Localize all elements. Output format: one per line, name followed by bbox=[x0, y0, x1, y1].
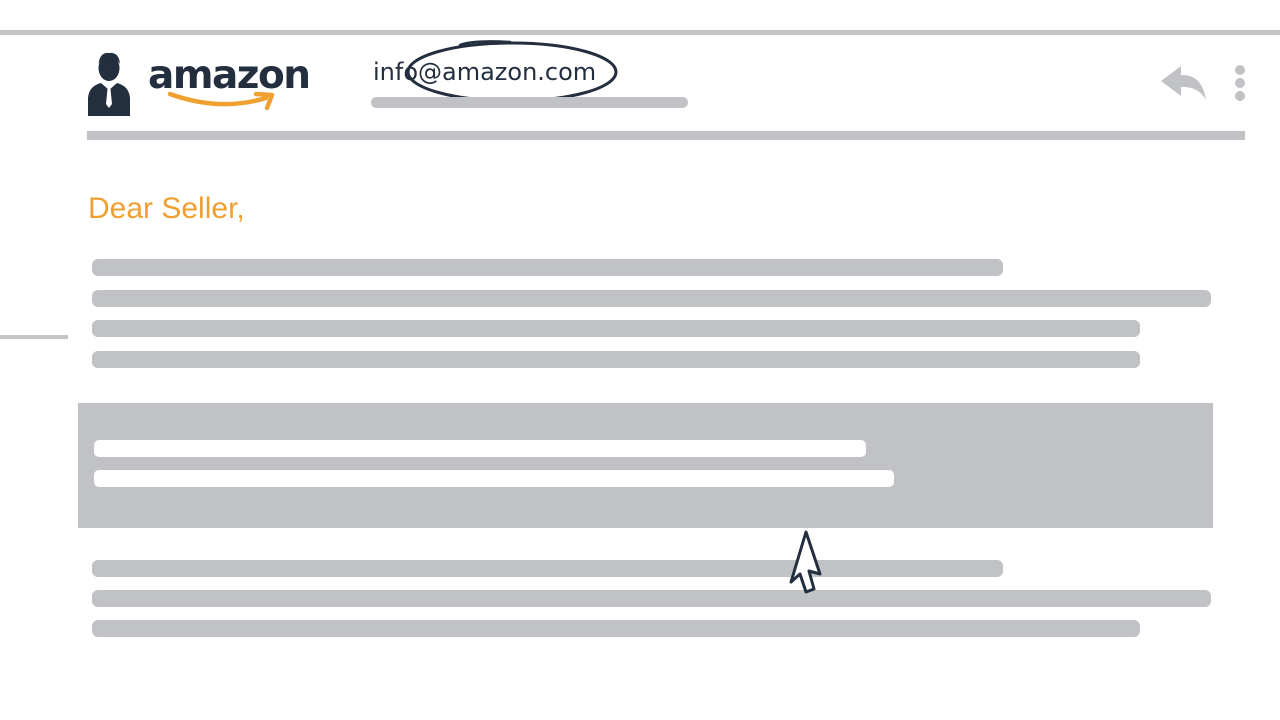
greeting-text: Dear Seller, bbox=[88, 192, 245, 225]
top-divider bbox=[0, 30, 1280, 35]
body-text-placeholder bbox=[92, 259, 1003, 276]
more-vertical-icon bbox=[1235, 65, 1245, 101]
side-divider bbox=[0, 335, 68, 339]
highlighted-text-placeholder bbox=[94, 470, 894, 487]
person-avatar-icon bbox=[88, 52, 130, 116]
sender-avatar bbox=[86, 50, 132, 118]
header-divider bbox=[87, 131, 1245, 140]
logo-wordmark: amazon bbox=[148, 53, 311, 98]
logo-smile-icon bbox=[168, 91, 275, 111]
more-options-button[interactable] bbox=[1232, 62, 1248, 104]
body-text-placeholder bbox=[92, 560, 1003, 577]
body-text-placeholder bbox=[92, 320, 1140, 337]
body-text-placeholder bbox=[92, 620, 1140, 637]
highlighted-block bbox=[78, 403, 1213, 528]
sender-address[interactable]: info@amazon.com bbox=[373, 58, 597, 86]
body-text-placeholder bbox=[92, 590, 1211, 607]
subject-placeholder bbox=[371, 97, 688, 108]
reply-icon bbox=[1161, 66, 1206, 100]
highlighted-text-placeholder bbox=[94, 440, 866, 457]
body-text-placeholder bbox=[92, 351, 1140, 368]
amazon-logo: amazon bbox=[148, 52, 311, 114]
mouse-pointer-icon bbox=[789, 530, 822, 594]
body-text-placeholder bbox=[92, 290, 1211, 307]
reply-button[interactable] bbox=[1158, 62, 1210, 104]
